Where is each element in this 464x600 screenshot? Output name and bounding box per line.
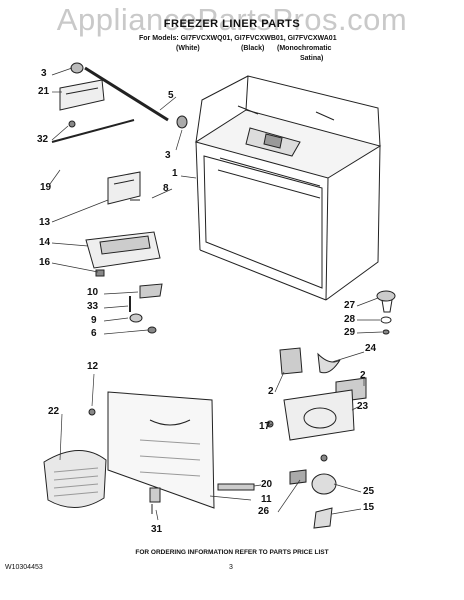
callout-20: 20 xyxy=(261,479,273,490)
variant-black: (Black) xyxy=(241,45,265,52)
callout-3-middle: 3 xyxy=(165,150,171,161)
callout-25: 25 xyxy=(363,486,375,497)
diagram-title: FREEZER LINER PARTS xyxy=(163,18,301,30)
callout-23: 23 xyxy=(357,401,369,412)
callout-19: 19 xyxy=(40,182,52,193)
callout-9: 9 xyxy=(91,315,97,326)
callout-15: 15 xyxy=(363,502,375,513)
evaporator-cover xyxy=(88,391,215,509)
freezer-liner xyxy=(194,75,382,301)
callout-29: 29 xyxy=(344,327,356,338)
model-list: For Models: GI7FVCXWQ01, GI7FVCXWB01, GI… xyxy=(139,35,337,42)
page-number: 3 xyxy=(229,564,233,571)
damper-parts xyxy=(376,290,396,335)
top-left-hardware xyxy=(51,62,188,143)
callout-5: 5 xyxy=(168,90,174,101)
callout-16: 16 xyxy=(39,257,51,268)
variant-white: (White) xyxy=(176,45,200,52)
document-number: W10304453 xyxy=(5,564,43,571)
callout-24: 24 xyxy=(365,343,377,354)
part-31 xyxy=(149,487,161,514)
fan-assembly xyxy=(266,347,367,529)
callout-10: 10 xyxy=(87,287,99,298)
ordering-note: FOR ORDERING INFORMATION REFER TO PARTS … xyxy=(135,549,329,556)
air-grille xyxy=(43,450,107,508)
left-side-parts xyxy=(85,171,163,334)
callout-26: 26 xyxy=(258,506,270,517)
callout-3-top: 3 xyxy=(41,68,47,79)
leader-lines xyxy=(49,67,383,521)
callout-1: 1 xyxy=(172,168,178,179)
variant-satina: Satina) xyxy=(300,55,324,62)
callout-33: 33 xyxy=(87,301,99,312)
callout-27: 27 xyxy=(344,300,356,311)
callout-13: 13 xyxy=(39,217,51,228)
callout-21: 21 xyxy=(38,86,50,97)
callout-17: 17 xyxy=(259,421,271,432)
callout-6: 6 xyxy=(91,328,97,339)
callout-11: 11 xyxy=(261,494,272,505)
callout-22: 22 xyxy=(48,406,60,417)
variant-monochromatic: (Monochromatic xyxy=(277,45,332,52)
callout-2-left: 2 xyxy=(268,386,274,397)
callout-14: 14 xyxy=(39,237,51,248)
watermark: AppliancePartsPros.com xyxy=(56,2,408,37)
part-20-strip xyxy=(217,483,255,491)
callout-8: 8 xyxy=(163,183,169,194)
callout-28: 28 xyxy=(344,314,356,325)
callout-31: 31 xyxy=(151,524,163,535)
callout-12: 12 xyxy=(87,361,99,372)
callout-32: 32 xyxy=(37,134,49,145)
callout-2-right: 2 xyxy=(360,370,366,381)
